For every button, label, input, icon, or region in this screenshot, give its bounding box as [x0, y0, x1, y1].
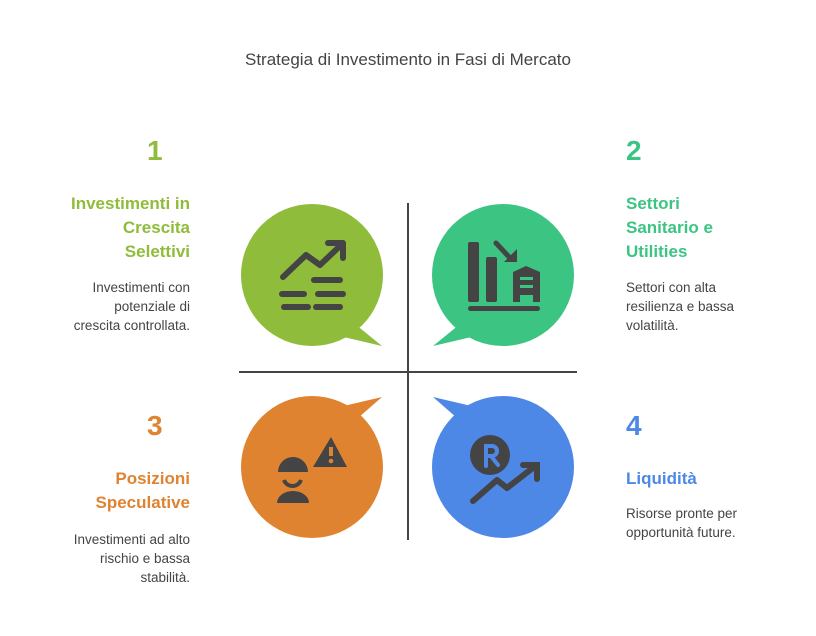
quadrant-3-heading: Posizioni Speculative: [0, 467, 191, 515]
worker-warning-icon: [277, 437, 347, 503]
quadrant-3-description: Investimenti ad alto rischio e bassa sta…: [0, 530, 190, 587]
heading-line: Speculative: [95, 493, 191, 512]
quadrant-4-number: 4: [626, 410, 642, 441]
heading-line: Investimenti in: [70, 194, 190, 213]
description-line: rischio e bassa: [99, 551, 190, 566]
bubble-3: [241, 396, 383, 538]
bar-chart-building-icon: [468, 240, 540, 311]
bubble-2: [432, 204, 574, 346]
quadrant-4-heading: Liquidità: [626, 467, 697, 491]
description-line: volatilità.: [626, 318, 679, 333]
quadrant-1-number: 1: [147, 135, 163, 166]
page-title: Strategia di Investimento in Fasi di Mer…: [245, 50, 571, 69]
heading-line: Crescita: [122, 218, 190, 237]
heading-line: Posizioni: [115, 469, 190, 488]
description-line: Investimenti con: [92, 280, 190, 295]
description-line: Risorse pronte per: [626, 506, 738, 521]
description-line: resilienza e bassa: [626, 299, 735, 314]
description-line: potenziale di: [114, 299, 190, 314]
description-line: stabilità.: [140, 570, 190, 585]
quadrant-1-description: Investimenti con potenziale di crescita …: [0, 278, 190, 335]
description-line: crescita controllata.: [73, 318, 190, 333]
heading-line: Selettivi: [124, 242, 190, 261]
quadrant-2-heading: Settori Sanitario e Utilities: [626, 192, 713, 264]
quadrant-2-number: 2: [626, 135, 642, 166]
quadrant-1-heading: Investimenti in Crescita Selettivi: [0, 192, 190, 264]
quadrant-2-description: Settori con alta resilienza e bassa vola…: [626, 278, 734, 335]
heading-line: Sanitario e: [626, 218, 713, 237]
heading-line: Utilities: [626, 242, 688, 261]
description-line: Investimenti ad alto: [73, 532, 190, 547]
currency-growth-icon: [470, 435, 540, 504]
quadrant-4-description: Risorse pronte per opportunità future.: [626, 504, 737, 542]
quadrant-3-number: 3: [147, 410, 163, 441]
description-line: opportunità future.: [626, 525, 736, 540]
description-line: Settori con alta: [626, 280, 717, 295]
heading-line: Liquidità: [626, 469, 697, 488]
heading-line: Settori: [626, 194, 680, 213]
bubble-1: [241, 204, 383, 346]
growth-chart-coins-icon: [279, 240, 346, 310]
